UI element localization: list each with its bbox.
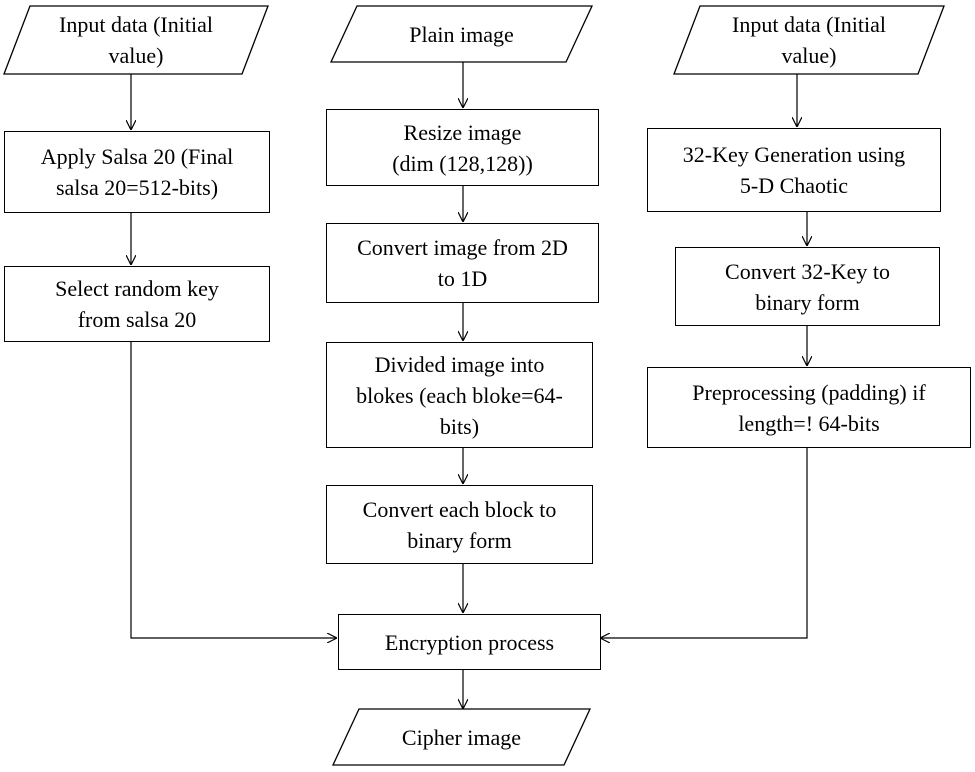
convert-block-binary-text: Convert each block to binary form bbox=[362, 496, 557, 553]
resize-image-text: Resize image (dim (128,128)) bbox=[392, 119, 533, 176]
left-input-data-node: Input data (Initial value) bbox=[4, 6, 268, 74]
encryption-process-text: Encryption process bbox=[384, 629, 555, 655]
right-input-shape bbox=[673, 5, 945, 75]
select-random-key-box: Select random key from salsa 20 bbox=[4, 266, 270, 342]
cipher-image-text: Cipher image bbox=[401, 724, 522, 750]
left-input-data-text: Input data (Initial value) bbox=[59, 12, 213, 68]
cipher-image-shape bbox=[331, 708, 592, 766]
apply-salsa20-text: Apply Salsa 20 (Final salsa 20=512-bits) bbox=[40, 144, 234, 200]
arrow-select-to-encryption bbox=[130, 342, 336, 638]
convert-2d-1d-box: Convert image from 2D to 1D bbox=[326, 223, 599, 303]
resize-image-box: Resize image (dim (128,128)) bbox=[326, 109, 599, 186]
key-generation-text: 32-Key Generation using 5-D Chaotic bbox=[682, 142, 906, 198]
encryption-process-box: Encryption process bbox=[338, 614, 601, 670]
preprocessing-padding-box: Preprocessing (padding) if length=! 64-b… bbox=[647, 367, 971, 448]
apply-salsa20-box: Apply Salsa 20 (Final salsa 20=512-bits) bbox=[4, 131, 270, 213]
divide-image-text: Divided image into blokes (each bloke=64… bbox=[356, 351, 563, 439]
convert-key-binary-text: Convert 32-Key to binary form bbox=[725, 258, 890, 315]
convert-key-binary-box: Convert 32-Key to binary form bbox=[675, 247, 940, 326]
convert-2d-1d-text: Convert image from 2D to 1D bbox=[357, 235, 568, 291]
left-input-shape bbox=[3, 5, 269, 75]
select-random-key-text: Select random key from salsa 20 bbox=[55, 276, 219, 332]
right-input-data-node: Input data (Initial value) bbox=[674, 6, 944, 74]
plain-image-node: Plain image bbox=[331, 6, 592, 62]
right-input-data-text: Input data (Initial value) bbox=[732, 12, 886, 68]
divide-image-box: Divided image into blokes (each bloke=64… bbox=[326, 342, 593, 448]
plain-image-shape bbox=[329, 5, 594, 63]
cipher-image-node: Cipher image bbox=[333, 709, 590, 765]
convert-block-binary-box: Convert each block to binary form bbox=[326, 485, 593, 564]
key-generation-box: 32-Key Generation using 5-D Chaotic bbox=[647, 128, 941, 212]
plain-image-text: Plain image bbox=[409, 21, 514, 47]
preprocessing-padding-text: Preprocessing (padding) if length=! 64-b… bbox=[692, 379, 926, 436]
arrow-padding-to-encryption bbox=[601, 448, 808, 638]
